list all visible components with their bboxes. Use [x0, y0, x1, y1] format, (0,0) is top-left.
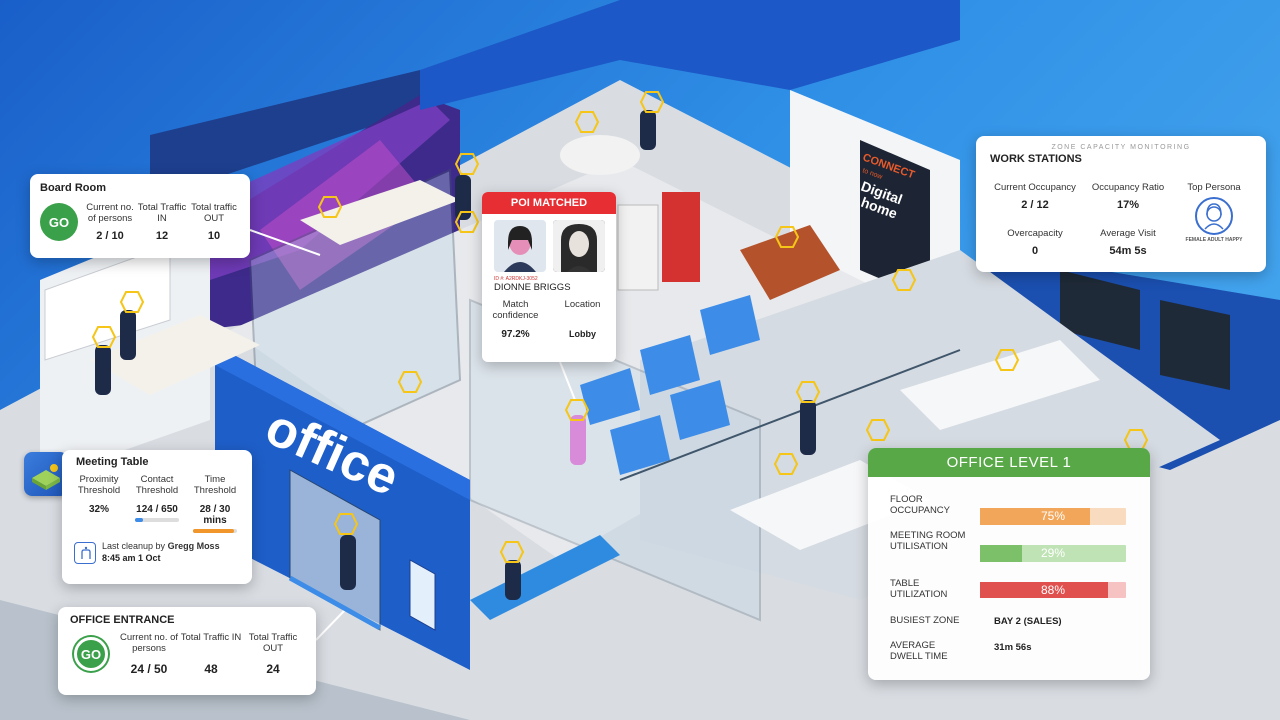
board-room-persons-label: Current no. of persons — [86, 202, 134, 225]
work-stations-title: WORK STATIONS — [990, 153, 1082, 165]
ws-persona-caption: FEMALE ADULT HAPPY — [1185, 237, 1243, 244]
dwell-time-label: AVERAGE DWELL TIME — [890, 640, 948, 663]
poi-captured-face-image — [493, 220, 546, 272]
floor-occupancy-value: 75% — [1040, 509, 1066, 523]
poi-location-label: Location — [564, 299, 601, 310]
cleanup-by: Gregg Moss — [167, 541, 220, 551]
busiest-zone-value: BAY 2 (SALES) — [994, 616, 1062, 627]
board-room-persons-value: 2 / 10 — [96, 230, 124, 242]
board-room-card[interactable]: Board Room GO Current no. of persons 2 /… — [30, 174, 250, 258]
busiest-zone-label: BUSIEST ZONE — [890, 615, 960, 626]
office-entrance-status-badge: GO — [74, 637, 108, 671]
meeting-room-value: 29% — [1040, 546, 1066, 560]
floor-occupancy-label: FLOOR OCCUPANCY — [890, 494, 950, 517]
meeting-contact-value: 124 / 650 — [136, 504, 178, 515]
meeting-contact-bar — [135, 518, 179, 522]
work-stations-subtitle: ZONE CAPACITY MONITORING — [1051, 144, 1191, 151]
board-room-title: Board Room — [40, 182, 106, 194]
ws-overcapacity-value: 0 — [1031, 245, 1039, 258]
entrance-traffic-in-label: Total Traffic IN — [180, 632, 242, 643]
poi-matched-card[interactable]: POI MATCHED ID #: A2RDKJ-3052 DIONNE BRI… — [482, 192, 616, 362]
board-room-traffic-in-value: 12 — [155, 230, 169, 242]
meeting-room-bar: 29% — [980, 545, 1126, 562]
floor-occupancy-bar: 75% — [980, 508, 1126, 525]
meeting-contact-label: Contact Threshold — [135, 474, 179, 497]
office-level-card[interactable]: OFFICE LEVEL 1 FLOOR OCCUPANCY 75% MEETI… — [868, 448, 1150, 680]
meeting-time-value: 28 / 30 mins — [199, 504, 231, 526]
face-marker-icon[interactable] — [891, 268, 917, 292]
face-marker-icon[interactable] — [499, 540, 525, 564]
face-marker-icon[interactable] — [639, 90, 665, 114]
meeting-table-title: Meeting Table — [76, 456, 149, 468]
entrance-traffic-in-value: 48 — [204, 662, 218, 676]
face-marker-icon[interactable] — [994, 348, 1020, 372]
meeting-table-icon — [24, 452, 68, 496]
table-utilization-label: TABLE UTILIZATION — [890, 578, 948, 601]
face-marker-icon[interactable] — [397, 370, 423, 394]
meeting-proximity-value: 32% — [88, 504, 109, 515]
cleanup-hand-icon — [74, 541, 96, 564]
ws-current-occupancy-value: 2 / 12 — [1021, 199, 1049, 212]
table-utilization-bar: 88% — [980, 582, 1126, 598]
face-marker-icon[interactable] — [564, 398, 590, 422]
face-marker-icon[interactable] — [774, 225, 800, 249]
table-utilization-value: 88% — [1040, 583, 1066, 597]
ws-occupancy-ratio-value: 17% — [1116, 199, 1140, 212]
face-marker-icon[interactable] — [574, 110, 600, 134]
poi-match-label: Match confidence — [492, 299, 539, 322]
work-stations-card[interactable]: ZONE CAPACITY MONITORING WORK STATIONS C… — [976, 136, 1266, 272]
entrance-traffic-out-label: Total Traffic OUT — [248, 632, 298, 655]
ws-average-visit-label: Average Visit — [1100, 228, 1156, 239]
face-marker-icon[interactable] — [454, 152, 480, 176]
office-entrance-card[interactable]: OFFICE ENTRANCE GO Current no. of person… — [58, 607, 316, 695]
cleanup-time: 8:45 am 1 Oct — [102, 552, 161, 563]
poi-id: ID #: A2RDKJ-3052 — [494, 276, 538, 282]
face-marker-icon[interactable] — [865, 418, 891, 442]
face-marker-icon[interactable] — [91, 325, 117, 349]
face-marker-icon[interactable] — [119, 290, 145, 314]
poi-match-value: 97.2% — [501, 329, 530, 340]
entrance-persons-value: 24 / 50 — [130, 662, 168, 676]
face-marker-icon[interactable] — [454, 210, 480, 234]
entrance-persons-label: Current no. of persons — [119, 632, 179, 655]
board-room-traffic-in-label: Total Traffic IN — [137, 202, 187, 225]
poi-reference-face-image — [552, 220, 605, 272]
face-marker-icon[interactable] — [333, 512, 359, 536]
poi-name: DIONNE BRIGGS — [494, 282, 571, 293]
meeting-table-card[interactable]: Meeting Table Proximity Threshold 32% Co… — [62, 450, 252, 584]
board-room-traffic-out-value: 10 — [207, 230, 221, 242]
ws-current-occupancy-label: Current Occupancy — [994, 182, 1076, 193]
meeting-time-bar — [193, 529, 237, 533]
board-room-traffic-out-label: Total traffic OUT — [191, 202, 237, 225]
board-room-status-badge: GO — [40, 203, 78, 241]
entrance-traffic-out-value: 24 — [266, 662, 280, 676]
meeting-proximity-label: Proximity Threshold — [77, 474, 121, 497]
cleanup-prefix: Last cleanup by — [102, 541, 166, 551]
poi-location-value: Lobby — [569, 329, 596, 339]
face-marker-icon[interactable] — [795, 380, 821, 404]
face-marker-icon[interactable] — [317, 195, 343, 219]
face-marker-icon[interactable] — [773, 452, 799, 476]
poi-header: POI MATCHED — [482, 192, 616, 214]
ws-occupancy-ratio-label: Occupancy Ratio — [1091, 182, 1165, 193]
ws-average-visit-value: 54m 5s — [1109, 245, 1147, 258]
dwell-time-value: 31m 56s — [994, 642, 1032, 653]
office-entrance-title: OFFICE ENTRANCE — [70, 614, 175, 626]
ws-top-persona-label: Top Persona — [1187, 182, 1241, 193]
persona-avatar-icon — [1195, 197, 1233, 236]
meeting-time-label: Time Threshold — [193, 474, 237, 497]
meeting-room-label: MEETING ROOM UTILISATION — [890, 530, 966, 553]
ws-overcapacity-label: Overcapacity — [1007, 228, 1063, 239]
office-level-title: OFFICE LEVEL 1 — [868, 448, 1150, 477]
